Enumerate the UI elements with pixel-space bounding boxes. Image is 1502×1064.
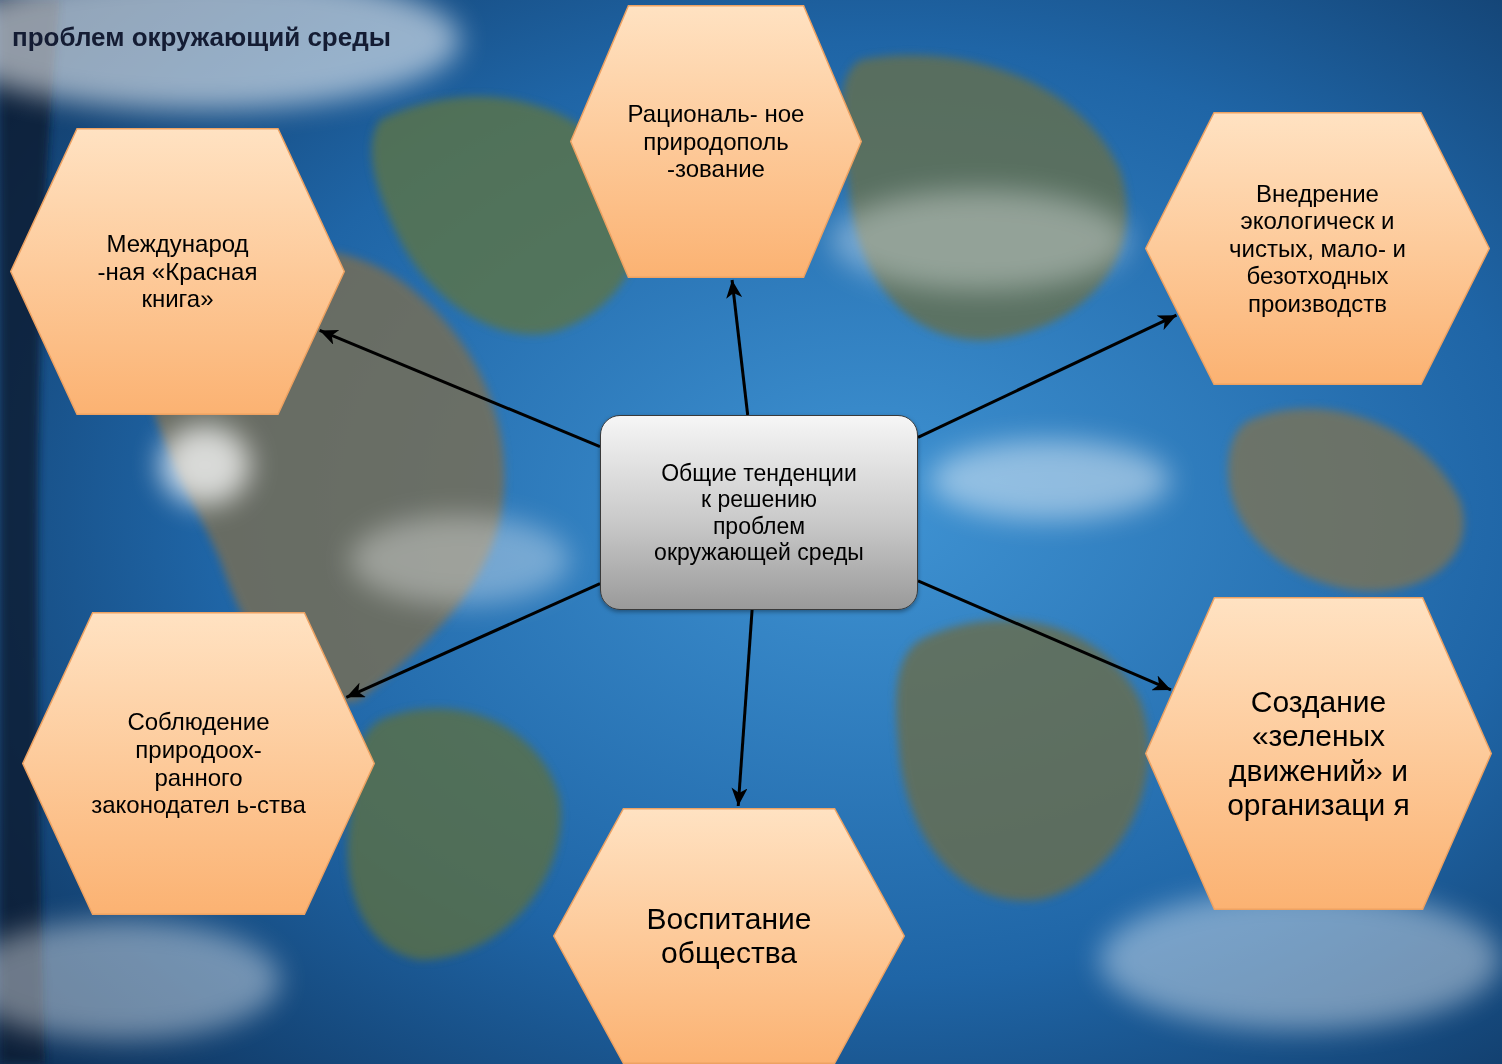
cloud [350,515,570,605]
hexagon-shape [11,129,345,415]
hexagon-node: Международ -ная «Красная книга» [10,128,345,415]
hexagon-shape [23,613,375,915]
arrow-connector [320,330,600,446]
slide-title: проблем окружающий среды [12,22,391,53]
hexagon-shape [554,809,905,1064]
hexagon-node: Соблюдение природоох- ранного законодате… [22,612,375,915]
arrow-connector [918,315,1176,437]
arrow-connector [738,610,752,806]
hexagon-node: Создание «зеленых движений» и организаци… [1145,597,1492,910]
cloud [0,0,460,110]
land-mass [896,620,1149,901]
hexagon-node: Рациональ- ное природополь -зование [570,5,862,278]
land-mass [1228,409,1464,592]
node-label: Соблюдение природоох- ранного законодате… [89,708,309,818]
node-label: Международ -ная «Красная книга» [83,230,273,313]
arrow-connector [918,581,1171,690]
hexagon-node: Внедрение экологическ и чистых, мало- и … [1145,112,1490,385]
node-label: Внедрение экологическ и чистых, мало- и … [1208,180,1428,318]
node-label: Рациональ- ное природополь -зование [616,100,816,183]
arrow-connector [346,584,600,698]
space-edge [0,0,60,1064]
arrow-connector [732,280,748,415]
cloud [830,190,1130,290]
hexagon-shape [571,6,862,278]
node-label: Общие тенденции к решению проблем окружа… [654,460,864,566]
hexagon-node: Воспитание общества [553,808,905,1064]
hurricane [160,425,250,505]
center-box: Общие тенденции к решению проблем окружа… [600,415,918,610]
hexagon-shape [1146,113,1490,385]
land-mass [348,709,561,960]
cloud [1100,890,1500,1030]
cloud [0,920,280,1040]
cloud [930,440,1170,520]
node-label: Воспитание общества [622,902,837,971]
hexagon-shape [1146,598,1492,910]
node-label: Создание «зеленых движений» и организаци… [1216,685,1421,823]
